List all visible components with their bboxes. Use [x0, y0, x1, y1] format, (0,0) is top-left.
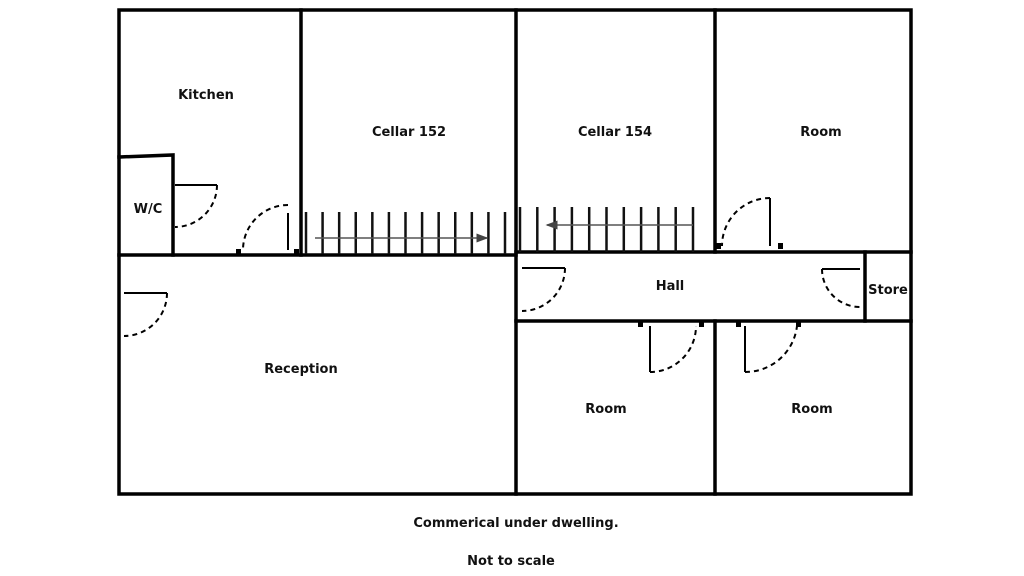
label-kitchen: Kitchen: [178, 88, 234, 103]
label-room-bottom-left: Room: [585, 402, 626, 417]
stairs-cellar-154: [518, 207, 695, 252]
door-hall-left[interactable]: [521, 267, 566, 312]
label-room-top-right: Room: [800, 125, 841, 140]
stairs-cellar-152: [304, 212, 507, 254]
caption-description: Commerical under dwelling.: [413, 516, 618, 531]
label-reception: Reception: [264, 362, 338, 377]
room-labels: Kitchen W/C Cellar 152 Cellar 154 Room H…: [134, 88, 908, 417]
caption-scale-note: Not to scale: [467, 554, 555, 569]
label-store: Store: [868, 283, 908, 298]
door-room-top-right[interactable]: [716, 197, 783, 249]
doors: [123, 184, 861, 374]
label-cellar-152: Cellar 152: [372, 125, 446, 140]
door-store[interactable]: [821, 268, 861, 308]
label-hall: Hall: [656, 279, 685, 294]
label-wc: W/C: [134, 202, 163, 217]
door-room-bottom-right[interactable]: [736, 322, 801, 374]
door-wc[interactable]: [174, 184, 218, 228]
door-room-bottom-left[interactable]: [638, 322, 704, 373]
walls: [117, 8, 913, 496]
label-cellar-154: Cellar 154: [578, 125, 652, 140]
door-reception[interactable]: [123, 292, 168, 337]
wc-wall: [117, 153, 175, 257]
label-room-bottom-right: Room: [791, 402, 832, 417]
door-kitchen[interactable]: [236, 204, 299, 254]
